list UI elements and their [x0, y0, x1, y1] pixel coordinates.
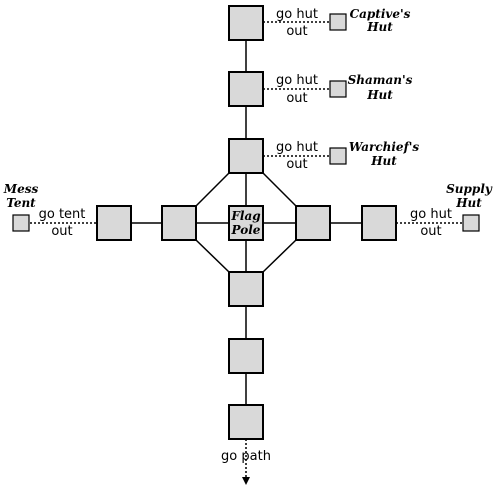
hut-supply	[462, 214, 480, 232]
place-flag-pole-line2: Pole	[231, 223, 261, 237]
hut-warchief	[329, 147, 347, 165]
conn-diag-nw	[195, 172, 230, 207]
label-go-hut-captive: go hut	[276, 7, 318, 22]
label-go-path: go path	[221, 449, 271, 464]
place-warchief-hut-line1: Warchief's	[349, 140, 420, 154]
label-out-supply: out	[420, 224, 441, 239]
label-go-hut-shaman: go hut	[276, 73, 318, 88]
room-flag-pole	[228, 205, 264, 241]
label-out-warchief: out	[286, 157, 307, 172]
label-go-hut-warchief: go hut	[276, 140, 318, 155]
conn-diag-ne	[262, 172, 297, 207]
room-south-1	[228, 271, 264, 307]
room-west-2	[96, 205, 132, 241]
label-go-hut-supply: go hut	[410, 207, 452, 222]
hut-captive	[329, 13, 347, 31]
conn-diag-se	[262, 239, 297, 273]
place-captive-hut-line1: Captive's	[350, 7, 411, 21]
place-shaman-hut-line1: Shaman's	[348, 73, 413, 87]
room-south-3	[228, 404, 264, 440]
room-east-2	[361, 205, 397, 241]
place-captive-hut-line2: Hut	[366, 20, 393, 34]
room-north-3	[228, 71, 264, 107]
place-warchief-hut-line2: Hut	[370, 154, 397, 168]
label-out-tent: out	[51, 224, 72, 239]
tent-mess	[12, 214, 30, 232]
place-supply-hut-line1: Supply	[446, 182, 493, 196]
room-west-1	[161, 205, 197, 241]
place-flag-pole-line1: Flag	[230, 209, 260, 223]
place-mess-tent-line2: Tent	[6, 196, 36, 210]
place-mess-tent-line1: Mess	[3, 182, 39, 196]
place-supply-hut-line2: Hut	[455, 196, 482, 210]
room-south-2	[228, 338, 264, 374]
label-out-shaman: out	[286, 91, 307, 106]
room-north-4	[228, 5, 264, 41]
conn-diag-sw	[195, 239, 230, 273]
label-go-tent: go tent	[39, 207, 86, 222]
room-north-2	[228, 138, 264, 174]
place-shaman-hut-line2: Hut	[366, 88, 393, 102]
label-out-captive: out	[286, 24, 307, 39]
room-east-1	[295, 205, 331, 241]
hut-shaman	[329, 80, 347, 98]
